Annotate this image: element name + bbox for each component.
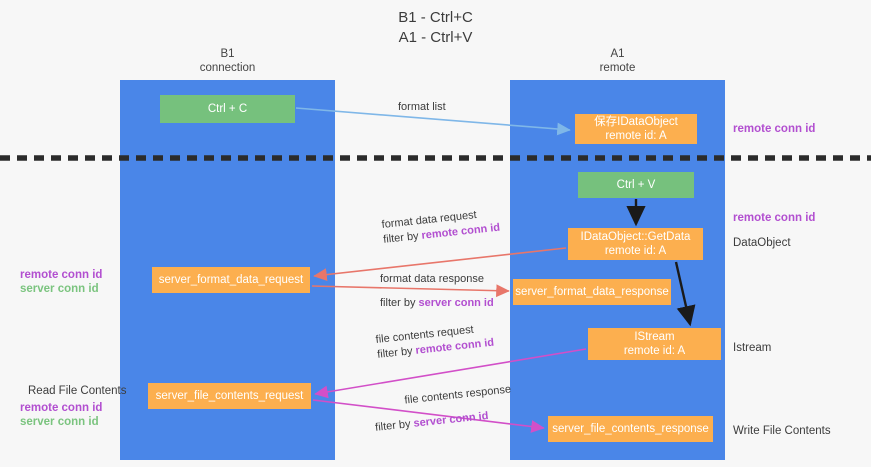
annotation-right-write-file-contents: Write File Contents	[733, 424, 831, 438]
edge-label-file-contents-response-highlight: server conn id	[412, 409, 489, 430]
title-line-1: B1 - Ctrl+C	[398, 9, 473, 26]
annotation-right-remote-conn-id-mid: remote conn id	[733, 211, 815, 225]
annotation-left-server-conn-id-2: server conn id	[20, 416, 99, 428]
box-server-file-contents-request[interactable]: server_file_contents_request	[148, 383, 311, 409]
annotation-right-istream: Istream	[733, 341, 771, 355]
edge-label-file-contents-response-line-2: filter by server conn id	[375, 406, 515, 435]
edge-label-format-data-response-prefix: filter by	[380, 297, 419, 309]
edge-label-file-contents-request: file contents request filter by remote c…	[375, 321, 495, 363]
annotation-right-istream-text: Istream	[733, 342, 772, 354]
box-server-format-data-response-label: server_format_data_response	[515, 286, 669, 298]
edge-label-format-data-request-prefix: filter by	[382, 229, 423, 246]
edge-label-format-data-response-line-1: format data response	[380, 273, 484, 285]
annotation-right-dataobject: DataObject	[733, 236, 791, 250]
edge-label-file-contents-response-prefix: filter by	[374, 417, 415, 434]
box-server-format-data-response[interactable]: server_format_data_response	[513, 279, 671, 305]
edge-label-file-contents-request-prefix: filter by	[376, 344, 417, 361]
box-istream-line-2: remote id: A	[623, 345, 686, 357]
edge-label-format-list-text: format list	[398, 101, 446, 113]
column-header-a1-name: A1	[610, 48, 625, 60]
edge-label-file-contents-response-line-1: file contents response	[403, 383, 512, 407]
annotation-right-write-file-contents-text: Write File Contents	[733, 425, 831, 437]
edge-label-format-data-response: format data response filter by server co…	[380, 272, 494, 311]
box-server-file-contents-response-label: server_file_contents_response	[552, 423, 709, 435]
box-save-idataobject[interactable]: 保存IDataObject remote id: A	[575, 114, 697, 144]
box-ctrl-v-label: Ctrl + V	[616, 179, 656, 191]
box-save-idataobject-line-2: remote id: A	[605, 130, 667, 142]
box-save-idataobject-line-1: 保存IDataObject	[594, 116, 678, 128]
box-istream-line-1: IStream	[634, 331, 675, 343]
edge-label-file-contents-response: file contents response filter by server …	[372, 382, 514, 435]
box-istream[interactable]: IStream remote id: A	[588, 328, 721, 360]
box-ctrl-c-label: Ctrl + C	[207, 103, 248, 115]
annotation-right-remote-conn-id-mid-text: remote conn id	[733, 212, 816, 224]
box-idataobject-getdata-line-1: IDataObject::GetData	[580, 231, 691, 243]
box-idataobject-getdata[interactable]: IDataObject::GetData remote id: A	[568, 228, 703, 260]
edge-label-format-data-response-highlight: server conn id	[418, 297, 494, 309]
annotation-left-server-conn-id-1: server conn id	[20, 283, 99, 295]
column-header-b1-name: B1	[220, 48, 235, 60]
edge-label-format-data-response-line-2: filter by server conn id	[380, 296, 494, 311]
column-header-a1-role: remote	[599, 62, 636, 74]
column-header-b1: B1 connection	[120, 47, 335, 75]
column-header-a1: A1 remote	[510, 47, 725, 75]
annotation-right-dataobject-text: DataObject	[733, 237, 791, 249]
box-ctrl-v[interactable]: Ctrl + V	[578, 172, 694, 198]
annotation-right-remote-conn-id-top-text: remote conn id	[733, 123, 816, 135]
title-line-2: A1 - Ctrl+V	[398, 29, 473, 46]
box-ctrl-c[interactable]: Ctrl + C	[160, 95, 295, 123]
annotation-left-read-file-contents-text: Read File Contents	[28, 385, 127, 397]
annotation-left-remote-conn-id-1: remote conn id	[20, 269, 103, 281]
annotation-left-conn-ids-bottom: remote conn id server conn id	[20, 401, 102, 429]
box-server-file-contents-request-label: server_file_contents_request	[155, 390, 304, 402]
annotation-left-read-file-contents: Read File Contents	[28, 384, 126, 398]
box-idataobject-getdata-line-2: remote id: A	[604, 245, 667, 257]
box-server-format-data-request[interactable]: server_format_data_request	[152, 267, 310, 293]
box-server-format-data-request-label: server_format_data_request	[158, 274, 304, 286]
edge-label-format-data-request: format data request filter by remote con…	[381, 206, 501, 248]
annotation-left-remote-conn-id-2: remote conn id	[20, 402, 103, 414]
annotation-left-conn-ids-top: remote conn id server conn id	[20, 268, 102, 296]
edge-label-format-list: format list	[398, 100, 446, 115]
annotation-right-remote-conn-id-top: remote conn id	[733, 122, 815, 136]
column-header-b1-role: connection	[199, 62, 256, 74]
diagram-title: B1 - Ctrl+C A1 - Ctrl+V	[0, 8, 871, 48]
box-server-file-contents-response[interactable]: server_file_contents_response	[548, 416, 713, 442]
